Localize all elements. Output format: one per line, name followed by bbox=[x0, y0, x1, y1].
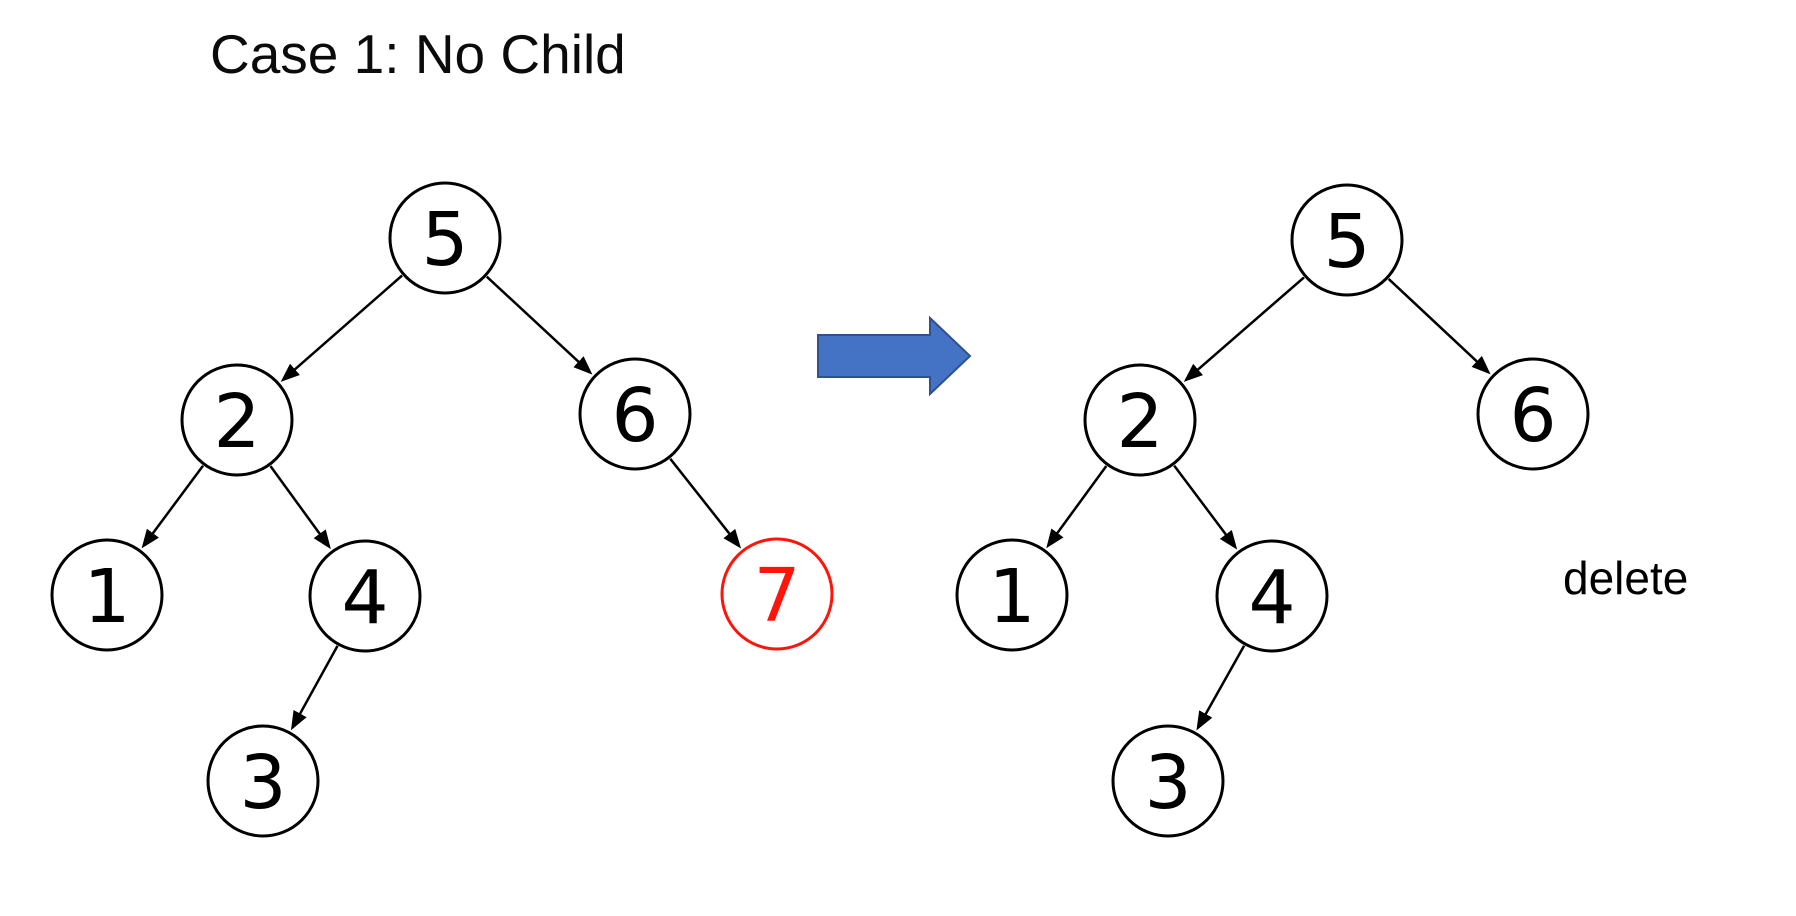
node-value-2: 2 bbox=[1116, 379, 1163, 465]
node-after-4: 4 bbox=[1215, 539, 1329, 653]
edge-R5-R6 bbox=[1387, 277, 1491, 375]
edge-L5-L6 bbox=[485, 275, 593, 375]
node-circle-5 bbox=[388, 181, 502, 295]
node-after-1: 1 bbox=[955, 538, 1069, 652]
node-before-4: 4 bbox=[308, 539, 422, 653]
node-before-2: 2 bbox=[180, 363, 294, 477]
node-circle-2 bbox=[180, 363, 294, 477]
node-value-5: 5 bbox=[421, 197, 468, 283]
node-circle-1 bbox=[50, 538, 164, 652]
node-circle-5 bbox=[1290, 183, 1404, 297]
node-circle-7 bbox=[720, 537, 834, 651]
node-circle-6 bbox=[1476, 357, 1590, 471]
node-circle-4 bbox=[308, 539, 422, 653]
node-after-5: 5 bbox=[1290, 183, 1404, 297]
delete-annotation: delete bbox=[1563, 552, 1689, 604]
tree-nodes: 5 2 6 1 4 3 7 5 2 6 1 4 3 bbox=[50, 181, 1590, 838]
edge-L4-L3 bbox=[290, 645, 339, 731]
edge-R2-R4 bbox=[1173, 464, 1238, 550]
page-title: Case 1: No Child bbox=[210, 23, 626, 85]
node-value-6: 6 bbox=[611, 373, 658, 459]
edge-L2-L4 bbox=[269, 465, 331, 550]
node-before-3: 3 bbox=[206, 724, 320, 838]
node-before-6: 6 bbox=[578, 357, 692, 471]
node-circle-1 bbox=[955, 538, 1069, 652]
node-value-4: 4 bbox=[341, 555, 388, 641]
node-value-7: 7 bbox=[753, 553, 800, 639]
node-after-3: 3 bbox=[1111, 724, 1225, 838]
node-circle-4 bbox=[1215, 539, 1329, 653]
edge-R2-R1 bbox=[1046, 465, 1108, 549]
node-value-3: 3 bbox=[1144, 740, 1191, 826]
node-value-6: 6 bbox=[1509, 373, 1556, 459]
node-value-1: 1 bbox=[83, 554, 130, 640]
edge-L2-L1 bbox=[141, 465, 205, 549]
node-before-5: 5 bbox=[388, 181, 502, 295]
edge-L6-L7 bbox=[669, 458, 742, 549]
node-circle-2 bbox=[1083, 363, 1197, 477]
node-value-2: 2 bbox=[213, 379, 260, 465]
node-after-6: 6 bbox=[1476, 357, 1590, 471]
node-value-5: 5 bbox=[1323, 199, 1370, 285]
node-value-3: 3 bbox=[239, 740, 286, 826]
edge-R5-R2 bbox=[1183, 276, 1305, 382]
node-circle-3 bbox=[1111, 724, 1225, 838]
node-circle-6 bbox=[578, 357, 692, 471]
right-arrow-shape bbox=[817, 315, 972, 397]
node-before-1: 1 bbox=[50, 538, 164, 652]
node-value-1: 1 bbox=[988, 554, 1035, 640]
edge-L5-L2 bbox=[280, 274, 403, 382]
node-value-4: 4 bbox=[1248, 555, 1295, 641]
edge-R4-R3 bbox=[1196, 645, 1246, 731]
node-after-2: 2 bbox=[1083, 363, 1197, 477]
node-circle-3 bbox=[206, 724, 320, 838]
node-before-7: 7 bbox=[720, 537, 834, 651]
tree-edges bbox=[141, 274, 1491, 731]
